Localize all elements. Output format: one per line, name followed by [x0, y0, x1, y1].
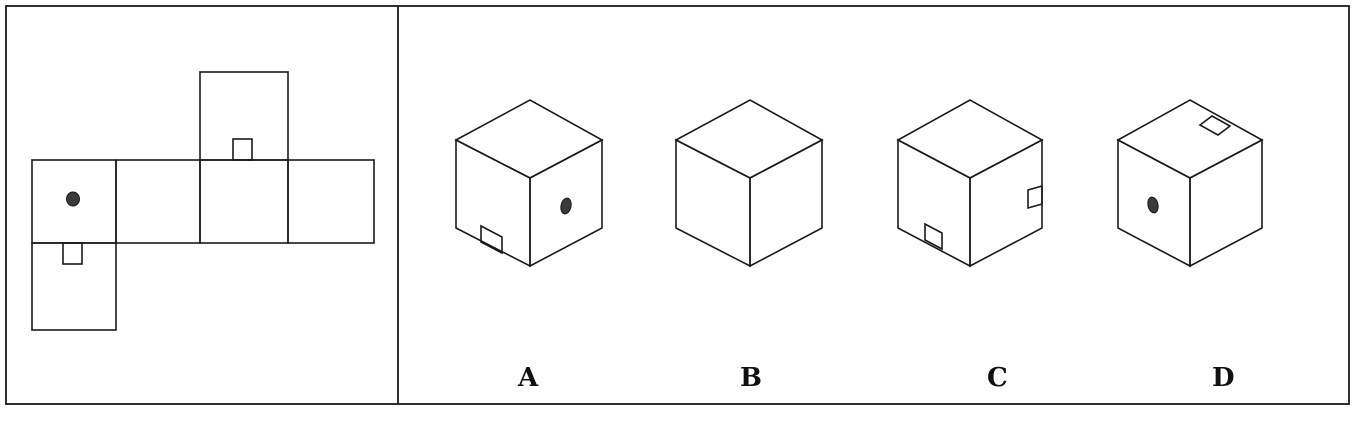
cube-option-c — [896, 99, 1044, 268]
net-face-top — [199, 71, 289, 161]
net-dot — [66, 191, 80, 207]
cube-b-top-face — [674, 99, 824, 179]
option-label-a[interactable]: A — [517, 363, 539, 393]
cube-option-b — [674, 99, 824, 268]
cube-c-top-face — [896, 99, 1044, 179]
cube-c-notch-left — [924, 222, 943, 251]
option-label-c[interactable]: C — [987, 363, 1008, 393]
cube-a-dot — [560, 197, 572, 215]
cube-d-notch-top — [1198, 115, 1232, 136]
cube-a-notch — [480, 224, 503, 255]
option-label-b[interactable]: B — [740, 363, 762, 393]
net-face-bottom — [31, 242, 117, 331]
cube-option-d — [1116, 99, 1264, 268]
net-face-4 — [287, 159, 375, 244]
cube-net — [31, 71, 375, 331]
cube-d-right-face — [1189, 138, 1263, 268]
cube-option-a — [454, 99, 604, 268]
option-label-d[interactable]: D — [1212, 363, 1235, 393]
cube-a-left-face — [455, 138, 531, 268]
cube-c-notch-right — [1027, 184, 1043, 210]
cube-d-top-face — [1116, 99, 1264, 179]
cube-d-dot — [1147, 196, 1159, 214]
outer-frame — [5, 5, 1350, 405]
net-notch-top — [232, 138, 253, 161]
cube-a-top-face — [454, 99, 604, 179]
cube-b-right-face — [749, 138, 823, 268]
cube-c-right-face — [969, 138, 1043, 268]
cube-c-left-face — [897, 138, 971, 268]
cube-a-right-face — [529, 138, 603, 268]
cube-b-left-face — [675, 138, 751, 268]
net-notch-bottom — [62, 242, 83, 265]
net-face-3 — [199, 159, 289, 244]
net-face-2 — [115, 159, 201, 244]
